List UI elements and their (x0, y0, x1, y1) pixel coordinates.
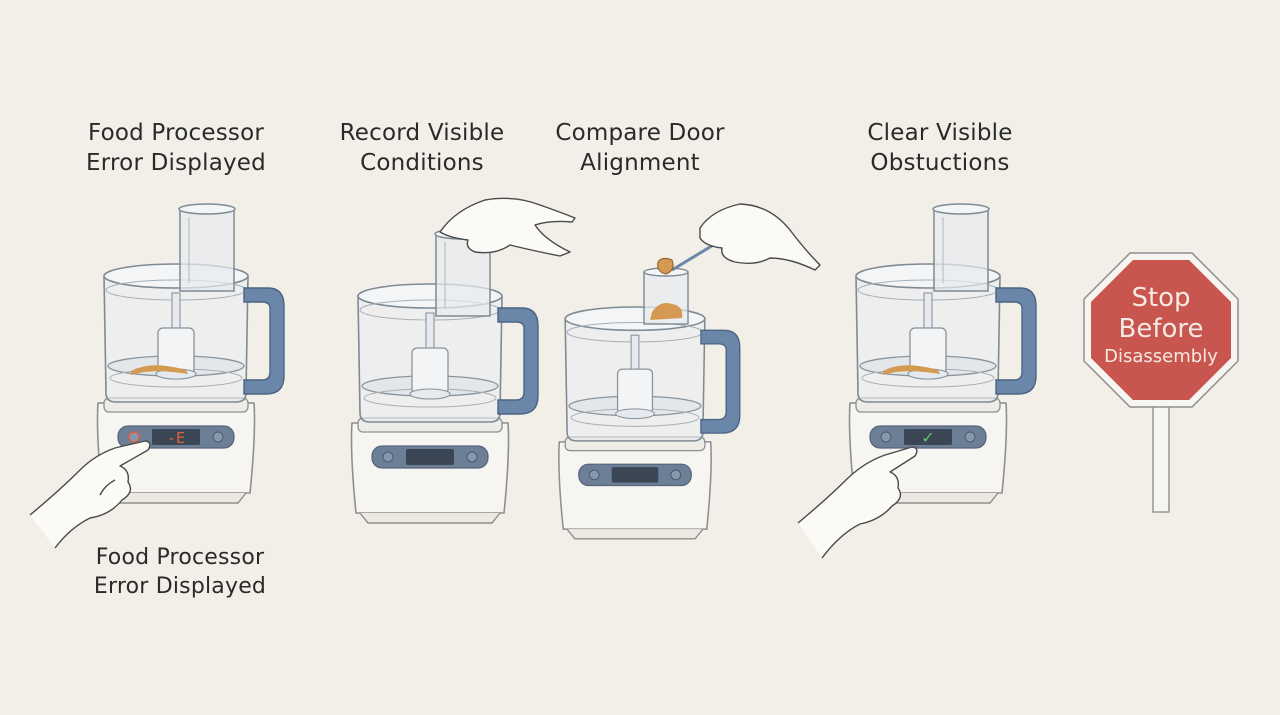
ready-display-4: ✓ (904, 428, 952, 447)
hand-holding-tube (439, 197, 576, 257)
pointing-hand-1 (29, 440, 151, 549)
bottom-caption: Food Processor Error Displayed (93, 545, 267, 599)
error-display-1: -E (128, 429, 200, 447)
stop-sign (1083, 252, 1239, 513)
stop-sign-line1: Stop (1131, 283, 1191, 313)
step-2-title: Record Visible Conditions (339, 120, 505, 176)
step-1-title: Food Processor Error Displayed (86, 120, 266, 176)
error-code: -E (167, 429, 185, 447)
processor-3 (558, 306, 741, 540)
step-3-title: Compare Door Alignment (555, 120, 725, 176)
stop-sign-line2: Before (1118, 314, 1204, 344)
stop-sign-line3: Disassembly (1104, 346, 1218, 367)
small-tube-3 (643, 267, 689, 325)
processor-2 (350, 283, 539, 524)
hand-with-spoon (657, 203, 821, 275)
step-4-title: Clear Visible Obstuctions (867, 120, 1013, 176)
processor-4 (848, 203, 1037, 504)
processor-1 (96, 203, 285, 504)
check-icon: ✓ (921, 428, 934, 447)
pointing-hand-4 (797, 446, 918, 559)
